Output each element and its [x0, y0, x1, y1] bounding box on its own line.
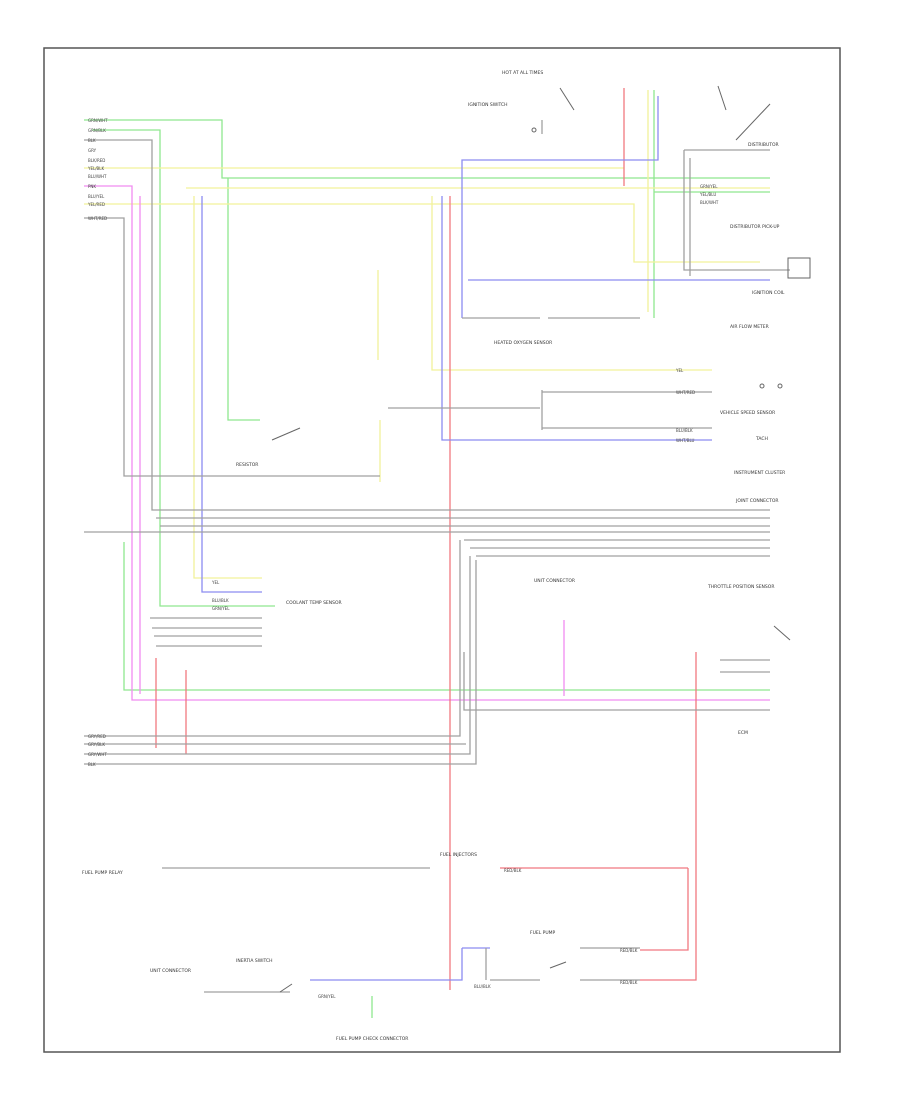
ignition-coil-box: [787, 257, 811, 279]
left-pin-label: BLU/YEL: [88, 194, 105, 199]
coolant-sensor-terminal-2: [777, 383, 783, 389]
fuel-pump-label: FUEL PUMP: [530, 930, 556, 936]
joint-connector-label: JOINT CONNECTOR: [735, 498, 779, 504]
yellow-wires: [84, 90, 770, 579]
unit-connector-bottom-label: UNIT CONNECTOR: [150, 968, 191, 974]
yellow-wire: [431, 196, 712, 371]
inertia-switch-label: INERTIA SWITCH: [236, 958, 273, 964]
left-pin-label: YEL/RED: [87, 202, 105, 207]
fuel-pump-check-label: FUEL PUMP CHECK CONNECTOR: [336, 1036, 408, 1042]
coolant-temp-label: COOLANT TEMP SENSOR: [286, 600, 342, 606]
bottom-pin-label: BLK: [88, 762, 96, 767]
gray-wire: [84, 540, 461, 737]
wire-code: YEL: [211, 580, 220, 585]
component-labels: HOT AT ALL TIMES IGNITION SWITCH DISTRIB…: [82, 70, 785, 1042]
left-pin-label: GRN/WHT: [88, 118, 108, 123]
yellow-wire: [193, 196, 262, 579]
left-pin-label: GRY: [88, 148, 97, 153]
gray-wire: [84, 139, 770, 511]
green-wire: [92, 129, 275, 607]
air-flow-label: AIR FLOW METER: [730, 324, 769, 330]
wire-code-labels: YEL WHT/RED BLU/BLK WHT/BLU YEL BLU/BLK …: [211, 184, 719, 999]
left-pin-label: YEL/BLK: [87, 166, 105, 171]
blue-wires: [201, 96, 770, 981]
wire-code: BLU/BLK: [474, 984, 491, 989]
throttle-pos-label: THROTTLE POSITION SENSOR: [707, 584, 774, 590]
wire-code: RED/BLK: [504, 868, 522, 873]
tach-label: TACH: [755, 436, 768, 442]
wire-code: YEL/BLU: [699, 192, 716, 197]
wire-code: BLU/BLK: [212, 598, 229, 603]
green-wire: [123, 542, 770, 691]
sensor-switch: [271, 427, 301, 441]
fuel-pump-relay-label: FUEL PUMP RELAY: [82, 870, 123, 876]
gray-wire: [463, 652, 770, 711]
fuel-injectors-label: FUEL INJECTORS: [440, 852, 477, 858]
wire-code: RED/BLK: [620, 980, 638, 985]
left-pin-label: PNK: [88, 184, 96, 189]
heated-o2-label: HEATED OXYGEN SENSOR: [494, 340, 552, 346]
component-symbols: [271, 85, 811, 993]
ignition-coil-label: IGNITION COIL: [752, 290, 785, 296]
resistor-label: RESISTOR: [236, 462, 258, 468]
distributor-pickup-label: DISTRIBUTOR PICK-UP: [730, 224, 780, 230]
red-wire: [640, 652, 697, 981]
speed-sensor-label: VEHICLE SPEED SENSOR: [720, 410, 775, 416]
blue-wire: [310, 948, 463, 981]
wire-code: RED/BLK: [620, 948, 638, 953]
blue-wire: [201, 196, 262, 593]
red-wire: [640, 868, 689, 951]
bottom-left-pins: GRY/RED GRY/BLK GRY/WHT BLK: [88, 734, 107, 767]
wire-code: BLU/BLK: [676, 428, 693, 433]
coolant-sensor-terminal: [759, 383, 765, 389]
left-connector-pins: GRN/WHT GRN/BLK BLK GRY BLK/RED YEL/BLK …: [87, 118, 108, 221]
wire-code: BLK/WHT: [700, 200, 719, 205]
wire-code: GRN/YEL: [700, 184, 718, 189]
green-wire: [227, 178, 260, 421]
wire-code: YEL: [675, 368, 684, 373]
left-pin-label: BLU/WHT: [88, 174, 107, 179]
inertia-switch-contact: [279, 983, 293, 993]
green-wire: [84, 119, 770, 179]
wire-code: GRN/YEL: [318, 994, 336, 999]
distributor-contact: [735, 103, 771, 141]
red-wires: [155, 88, 697, 990]
bottom-pin-label: GRY/BLK: [88, 742, 105, 747]
blue-wire: [441, 196, 712, 441]
ecm-label: ECM: [738, 730, 748, 736]
left-pin-label: WHT/RED: [88, 216, 107, 221]
left-pin-label: GRN/BLK: [88, 128, 106, 133]
check-connector-terminal: [531, 127, 537, 133]
speed-sensor-switch: [773, 625, 791, 641]
wire-code: GRN/YEL: [212, 606, 230, 611]
blue-wire: [461, 96, 659, 318]
wire-code: WHT/RED: [676, 390, 695, 395]
left-pin-label: BLK/RED: [88, 158, 105, 163]
green-wires: [84, 90, 770, 1018]
yellow-wire: [84, 203, 760, 263]
relay-contact: [717, 85, 727, 111]
pump-relay-contact: [549, 961, 567, 969]
pink-wires: [84, 185, 770, 701]
bottom-pin-label: GRY/RED: [88, 734, 106, 739]
gray-wire: [84, 560, 477, 765]
left-pin-label: BLK: [88, 138, 96, 143]
pink-wire: [84, 185, 770, 701]
wire-code: WHT/BLU: [676, 438, 695, 443]
distributor-label: DISTRIBUTOR: [748, 142, 779, 148]
gray-wire: [84, 217, 380, 477]
gray-wire: [683, 150, 790, 271]
gray-wire: [84, 556, 471, 755]
ignition-switch-label: IGNITION SWITCH: [468, 102, 508, 108]
diagram-frame: [43, 47, 841, 1053]
hot-all-times-label: HOT AT ALL TIMES: [502, 70, 543, 76]
unit-connector-label: UNIT CONNECTOR: [534, 578, 575, 584]
instrument-cluster-label: INSTRUMENT CLUSTER: [734, 470, 785, 476]
gray-wires: [84, 120, 790, 993]
bottom-pin-label: GRY/WHT: [88, 752, 107, 757]
ignition-switch-contact: [559, 87, 575, 111]
